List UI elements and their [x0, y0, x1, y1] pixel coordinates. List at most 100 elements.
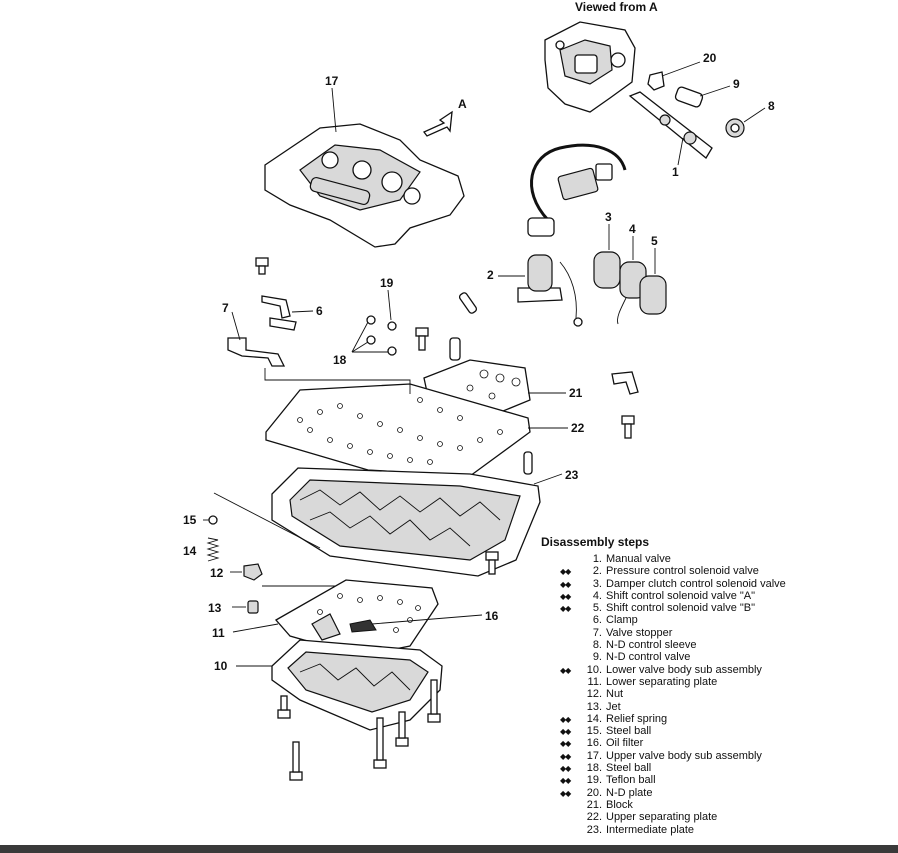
callout-7: 7 [222, 301, 229, 315]
callout-3: 3 [605, 210, 612, 224]
step-item: ◆◆ 16. Oil filter [560, 737, 786, 749]
callout-19: 19 [380, 276, 394, 290]
step-item: ◆◆19.Teflon ball [560, 774, 786, 786]
step-text: Teflon ball [606, 774, 656, 787]
callout-15: 15 [183, 513, 197, 527]
step-item: 1.Manual valve [560, 553, 786, 565]
step-mark-icon: ◆◆ [560, 739, 571, 749]
clamp-6: 6 [261, 295, 323, 331]
callout-10: 10 [214, 659, 228, 673]
callout-14: 14 [183, 544, 197, 558]
step-text: N-D plate [606, 786, 653, 799]
step-number: 18. [586, 762, 602, 775]
bolt-icon [373, 717, 387, 769]
n-d-control-sleeve-8: 8 [725, 99, 775, 138]
step-number: 12. [586, 688, 602, 701]
callout-12: 12 [210, 566, 224, 580]
step-mark-icon: ◆◆ [560, 776, 571, 786]
step-mark-icon: ◆◆ [560, 567, 571, 577]
step-item: ◆◆ 3. Damper clutch control solenoid valve [560, 578, 786, 590]
relief-spring-14: 14 [183, 537, 220, 562]
callout-5: 5 [651, 234, 658, 248]
step-text: Lower separating plate [606, 675, 718, 688]
pressure-control-solenoid-2: 2 [487, 254, 583, 327]
step-text: Steel ball [606, 762, 652, 775]
step-mark-icon: ◆◆ [560, 764, 571, 774]
step-text: N-D control sleeve [606, 639, 697, 652]
step-text: Shift control solenoid valve "B" [606, 602, 756, 615]
jet-13: 13 [208, 600, 259, 615]
step-number: 22. [586, 811, 602, 824]
step-text: Jet [606, 700, 621, 713]
step-number: 6. [592, 614, 602, 627]
callout-2: 2 [487, 268, 494, 282]
step-number: 10. [586, 663, 602, 676]
nut-12: 12 [210, 563, 263, 581]
step-text: Steel ball [606, 725, 652, 738]
callout-8: 8 [768, 99, 775, 113]
step-mark-icon: ◆◆ [560, 727, 571, 737]
step-text: Pressure control solenoid valve [606, 565, 759, 578]
step-mark-icon: ◆◆ [560, 751, 571, 761]
step-item: 9.N-D control valve [560, 651, 786, 663]
step-mark-icon: ◆◆ [560, 579, 571, 589]
valve-stopper-7: 7 [222, 301, 286, 367]
step-text: Valve stopper [606, 626, 673, 639]
step-number: 13. [586, 700, 602, 713]
step-item: 7.Valve stopper [560, 627, 786, 639]
bolt-icon [289, 741, 303, 781]
step-item: 8. N-D control sleeve [560, 639, 786, 651]
step-text: Upper valve body sub assembly [606, 749, 762, 762]
bolt-icon [395, 711, 409, 747]
step-text: Shift control solenoid valve "A" [606, 589, 756, 602]
callout-9: 9 [733, 77, 740, 91]
disassembly-steps-list: 1.Manual valve◆◆2.Pressure control solen… [560, 553, 786, 836]
callout-11: 11 [212, 626, 225, 640]
step-item: ◆◆ 17. Upper valve body sub assembly [560, 750, 786, 762]
callout-18: 18 [333, 353, 347, 367]
step-item: ◆◆20.N-D plate [560, 787, 786, 799]
step-number: 14. [586, 712, 602, 725]
step-number: 16. [586, 737, 602, 750]
step-mark-icon: ◆◆ [560, 591, 571, 601]
step-number: 4. [592, 589, 602, 602]
clip-icon [611, 371, 639, 439]
step-text: Damper clutch control solenoid valve [606, 577, 786, 590]
lower-valve-body-10: 10 [214, 639, 443, 731]
callout-4: 4 [629, 222, 636, 236]
step-number: 21. [586, 798, 602, 811]
step-item: ◆◆ 18. Steel ball [560, 762, 786, 774]
step-item: 13. Jet [560, 701, 786, 713]
pin-icon [458, 292, 478, 314]
footer-bar [0, 845, 898, 853]
step-mark-icon: ◆◆ [560, 604, 571, 614]
step-number: 3. [592, 577, 602, 590]
step-item: ◆◆ 4. Shift control solenoid valve "A" [560, 590, 786, 602]
callout-16: 16 [485, 609, 499, 623]
steel-balls-18: 18 [333, 315, 397, 367]
intermediate-plate-23: 23 [271, 467, 579, 577]
steel-ball-15: 15 [183, 513, 218, 527]
step-text: N-D control valve [606, 651, 691, 664]
step-item: ◆◆2.Pressure control solenoid valve [560, 565, 786, 577]
callout-17: 17 [325, 74, 339, 88]
step-item: 11.Lower separating plate [560, 676, 786, 688]
step-text: Lower valve body sub assembly [606, 663, 762, 676]
teflon-ball-19: 19 [380, 276, 397, 331]
solenoid-valve-3: 3 [593, 210, 621, 289]
step-mark-icon: ◆◆ [560, 714, 571, 724]
step-item: ◆◆10.Lower valve body sub assembly [560, 664, 786, 676]
step-number: 23. [586, 823, 602, 836]
bolt-icon [255, 257, 269, 275]
view-a-valve-body [544, 21, 636, 113]
step-number: 17. [586, 749, 602, 762]
step-text: Clamp [606, 614, 638, 627]
step-number: 8. [592, 639, 602, 652]
step-item: 21.Block [560, 799, 786, 811]
view-a-arrow-icon: A [422, 97, 467, 137]
callout-20: 20 [703, 51, 717, 65]
step-item: 12.Nut [560, 688, 786, 700]
bolt-icon [485, 551, 499, 575]
step-text: Oil filter [606, 737, 644, 750]
